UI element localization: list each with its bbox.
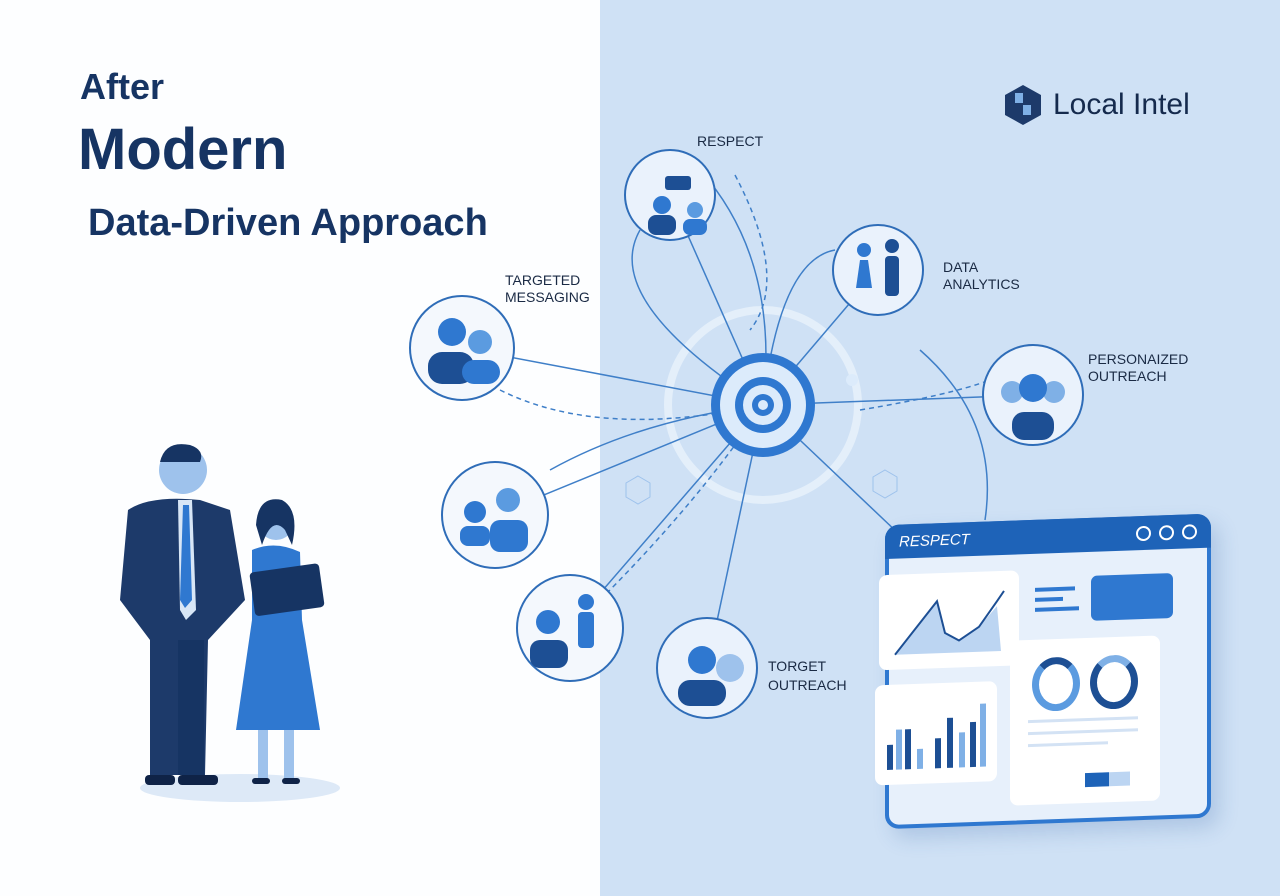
toggle-switch[interactable] <box>1085 771 1130 788</box>
hex-decor-icon <box>625 475 651 505</box>
donut-chart <box>1090 654 1138 710</box>
bar-chart-icon <box>887 703 986 770</box>
bar-chart-card <box>875 681 997 786</box>
title-modern: Modern <box>78 117 288 182</box>
label-analytics: ANALYTICS <box>943 276 1020 292</box>
node-torget-outreach: TORGET OUTREACH <box>656 617 847 719</box>
text-lines <box>1035 580 1085 618</box>
dot-decor <box>846 374 858 386</box>
logo: Local Intel <box>1003 83 1190 127</box>
dashboard-title: RESPECT <box>899 530 970 551</box>
label-respect: RESPECT <box>697 133 764 149</box>
node-targeted-messaging: TARGETED MESSAGING <box>409 272 590 401</box>
search-icon[interactable] <box>1136 525 1151 541</box>
hex-decor-icon <box>872 469 898 499</box>
title-subtitle: Data-Driven Approach <box>88 202 488 244</box>
summary-card <box>1091 573 1173 621</box>
label-messaging: MESSAGING <box>505 289 590 305</box>
logo-text: Local Intel <box>1053 88 1190 121</box>
title-after: After <box>80 66 165 107</box>
label-outreach-1: OUTREACH <box>1088 368 1167 384</box>
line-chart-icon <box>894 590 1005 656</box>
node-respect: RESPECT <box>624 133 764 241</box>
label-data: DATA <box>943 259 979 275</box>
target-hub <box>711 353 815 457</box>
left-panel <box>0 0 600 896</box>
circle-icon[interactable] <box>1182 523 1197 540</box>
label-torget: TORGET <box>768 658 827 674</box>
node-data-analytics: DATA ANALYTICS <box>832 224 1020 316</box>
dashboard-window: RESPECT <box>855 513 1211 830</box>
logo-icon <box>1005 85 1041 125</box>
people-illustration <box>120 444 340 802</box>
node-people-device <box>516 574 624 682</box>
node-people-pair <box>441 461 549 569</box>
label-outreach-2: OUTREACH <box>768 677 847 693</box>
label-targeted: TARGETED <box>505 272 580 288</box>
donut-chart <box>1032 656 1080 712</box>
line-chart-card <box>879 570 1019 671</box>
circle-icon[interactable] <box>1159 524 1174 540</box>
node-personalized-outreach: PERSONAIZED OUTREACH <box>982 344 1188 446</box>
donut-card <box>1010 635 1160 806</box>
label-personalized: PERSONAIZED <box>1088 351 1188 367</box>
